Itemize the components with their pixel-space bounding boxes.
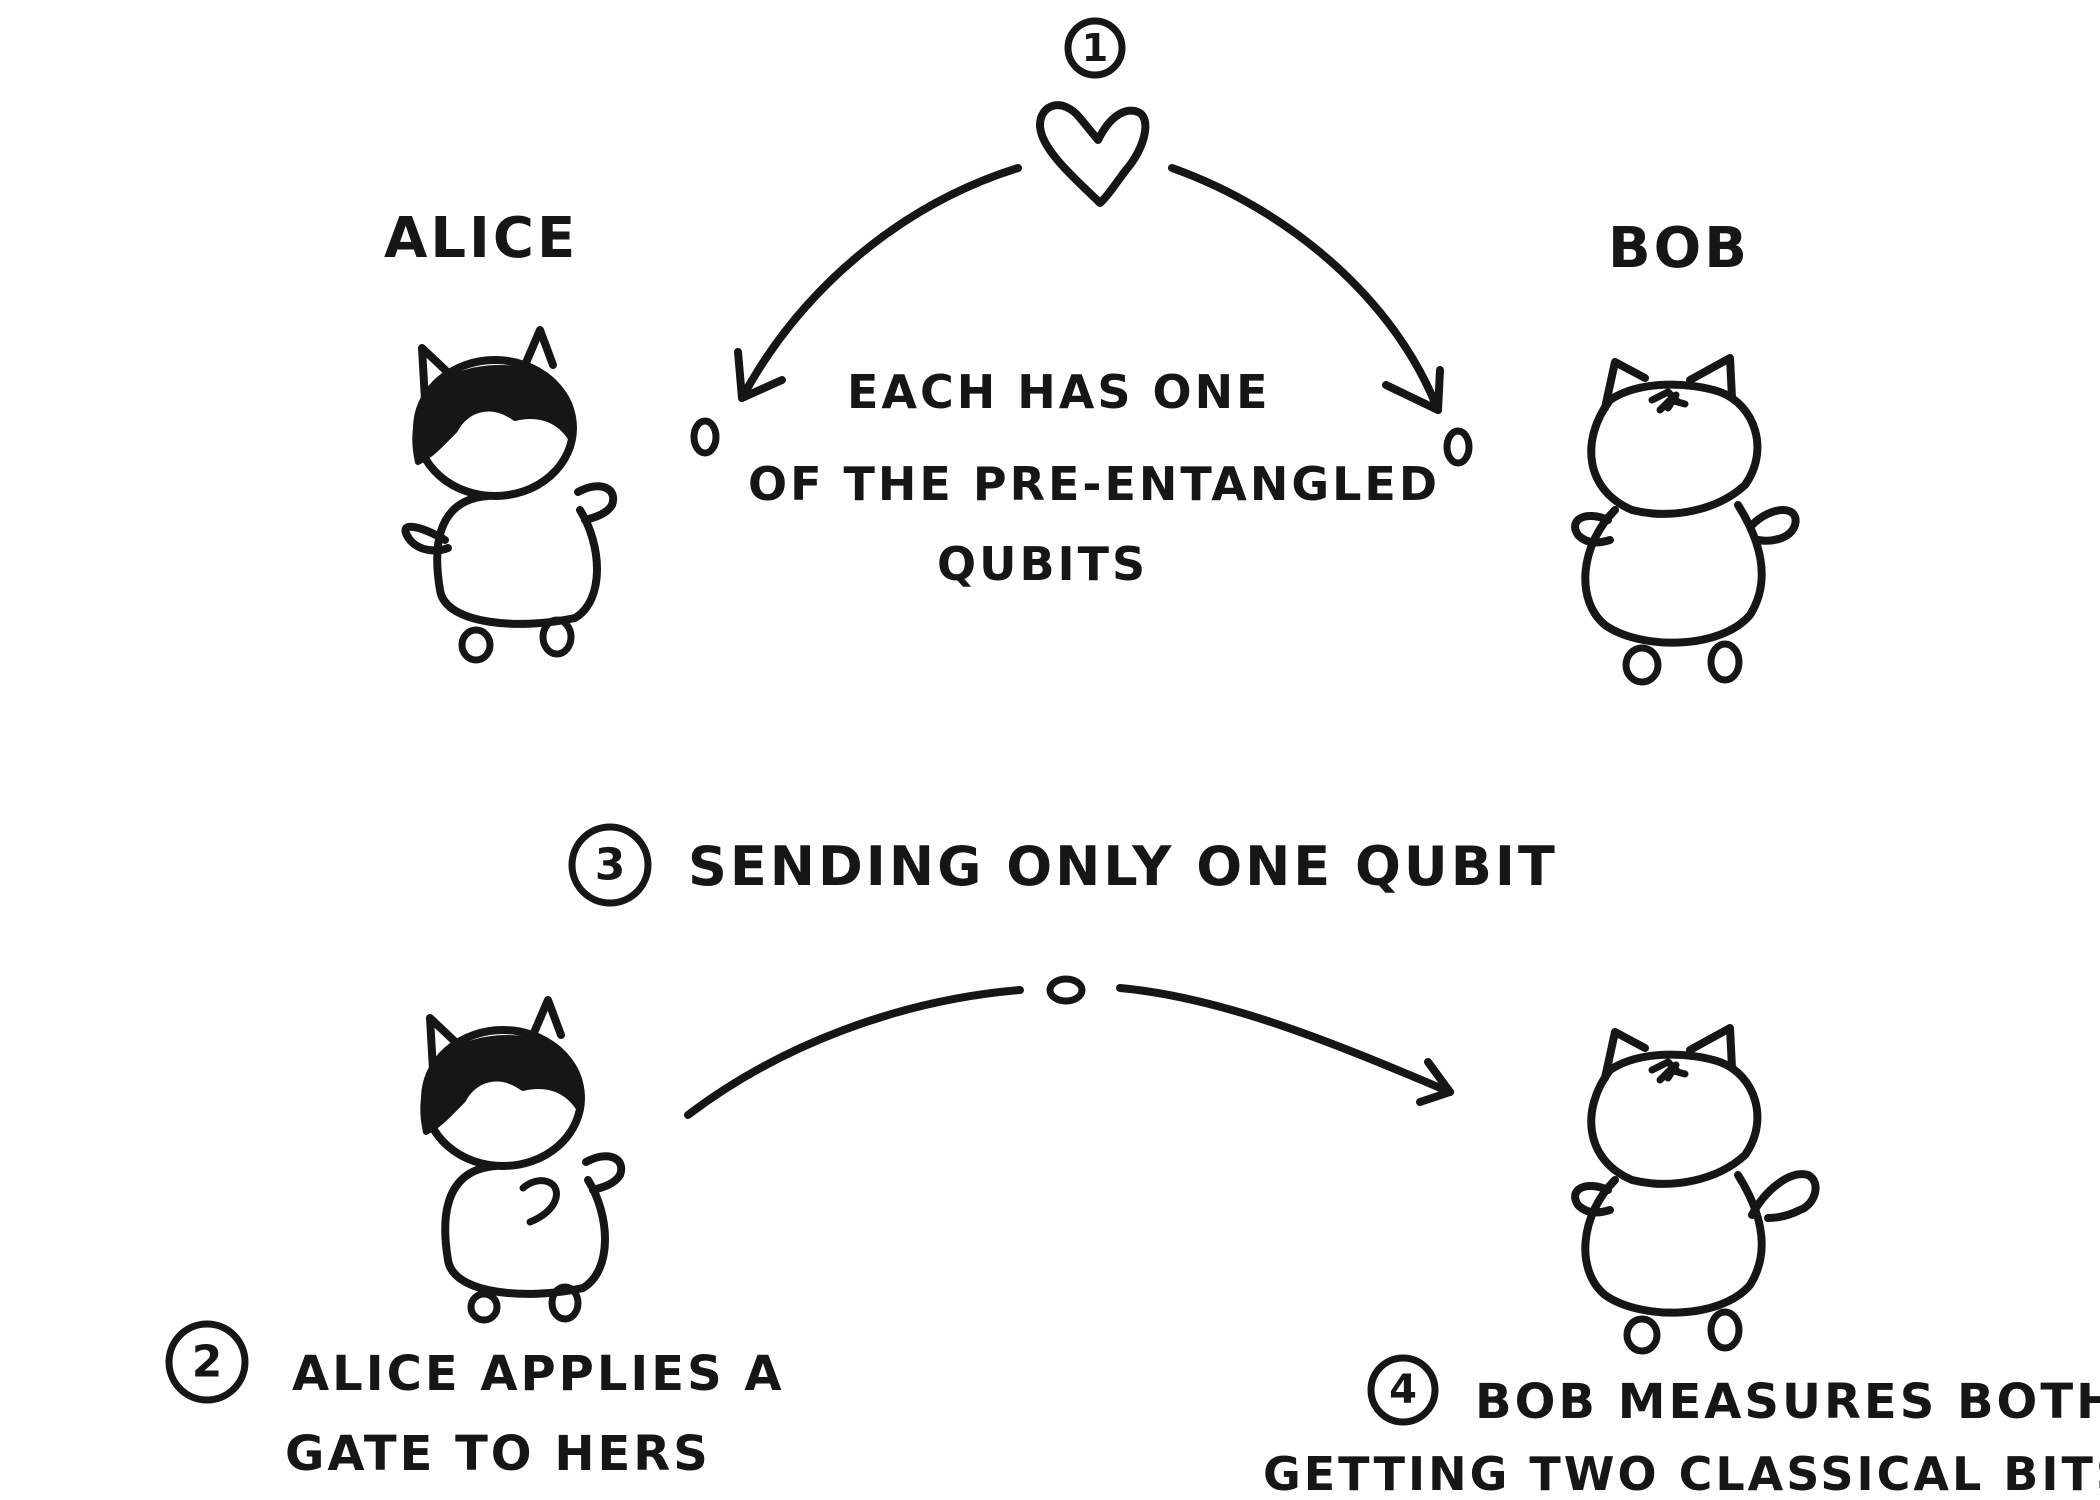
step-4-text-line-2: GETTING TWO CLASSICAL BITS [1263, 1447, 2100, 1500]
alice-name: ALICE [384, 206, 578, 271]
step-2-number: 2 [192, 1337, 223, 1388]
alice-figure-bottom [420, 996, 626, 1324]
step-1-marker: 1 [1064, 17, 1126, 79]
send-arrow-left [684, 986, 1024, 1119]
bob-foot-left [1622, 644, 1662, 686]
arrow-to-alice [738, 164, 1022, 402]
alice-ear-right [518, 326, 557, 376]
send-arrow-head [1416, 1058, 1454, 1106]
bob-head [1587, 1050, 1762, 1188]
note-line-1: EACH HAS ONE [847, 365, 1271, 419]
step-1-number: 1 [1082, 26, 1108, 70]
alice-gate-gesture [519, 1177, 560, 1226]
bob-foot-left [1623, 1315, 1661, 1355]
alice-arm-right [582, 1152, 626, 1194]
bob-tuft [1648, 388, 1689, 414]
step-4-text-line-1: BOB MEASURES BOTH [1475, 1374, 2100, 1430]
bob-head [1587, 380, 1762, 518]
bob-arm-left [1571, 512, 1614, 547]
send-arrow-right [1116, 984, 1454, 1096]
step-2-text-line-2: GATE TO HERS [285, 1426, 711, 1482]
heart-icon [1036, 101, 1150, 207]
step-3-number: 3 [595, 840, 626, 891]
bob-foot-right [1707, 1308, 1743, 1352]
alice-arm-right [574, 482, 618, 524]
note-line-2: OF THE PRE-ENTANGLED [748, 457, 1440, 511]
bob-ear-right [1686, 354, 1736, 402]
step-2-text-line-1: ALICE APPLIES A [292, 1346, 785, 1402]
step-2-circle [165, 1320, 249, 1404]
bob-figure-bottom [1571, 1024, 1820, 1355]
alice-hair [412, 365, 577, 465]
alice-arm-left [401, 522, 452, 555]
alice-foot-left [458, 626, 494, 664]
alice-foot-left [467, 1290, 501, 1324]
arrow-to-bob [1168, 164, 1442, 414]
arrow-to-bob-head [1382, 366, 1444, 414]
alice-ear-right [526, 996, 565, 1046]
bob-ear-left [1601, 358, 1649, 412]
alice-foot-right [539, 616, 575, 658]
qubit-icon [690, 417, 720, 457]
bob-name: BOB [1608, 216, 1750, 281]
bob-arm-left [1571, 1182, 1614, 1217]
step-3-text: SENDING ONLY ONE QUBIT [688, 835, 1558, 898]
step-3-circle [568, 823, 652, 907]
bob-arm-right [1748, 506, 1800, 545]
qubit-icon [1443, 427, 1473, 467]
alice-body [433, 492, 601, 628]
bob-arm-right-raised [1748, 1170, 1820, 1222]
bob-body [1581, 1171, 1766, 1317]
bob-ear-left [1601, 1028, 1649, 1082]
arrow-to-alice-head [734, 348, 786, 402]
alice-body [441, 1162, 609, 1298]
step-1-circle [1064, 17, 1126, 79]
step-3-marker: 3 [568, 823, 652, 907]
alice-hair [420, 1035, 585, 1135]
bob-foot-right [1707, 640, 1743, 684]
bob-ear-right [1686, 1024, 1736, 1072]
bob-figure [1571, 354, 1800, 686]
bob-body [1581, 501, 1766, 647]
step-4-number: 4 [1389, 1367, 1417, 1413]
note-line-3: QUBITS [937, 537, 1148, 591]
step-4-marker: 4 [1367, 1354, 1439, 1426]
alice-foot-right [548, 1283, 582, 1323]
bob-tuft [1648, 1058, 1689, 1084]
step-2-marker: 2 [165, 1320, 249, 1404]
step-4-circle [1367, 1354, 1439, 1426]
entanglement-note: EACH HAS ONE OF THE PRE-ENTANGLED QUBITS [748, 365, 1440, 591]
qubit-icon [1046, 975, 1086, 1005]
alice-figure [401, 326, 618, 664]
